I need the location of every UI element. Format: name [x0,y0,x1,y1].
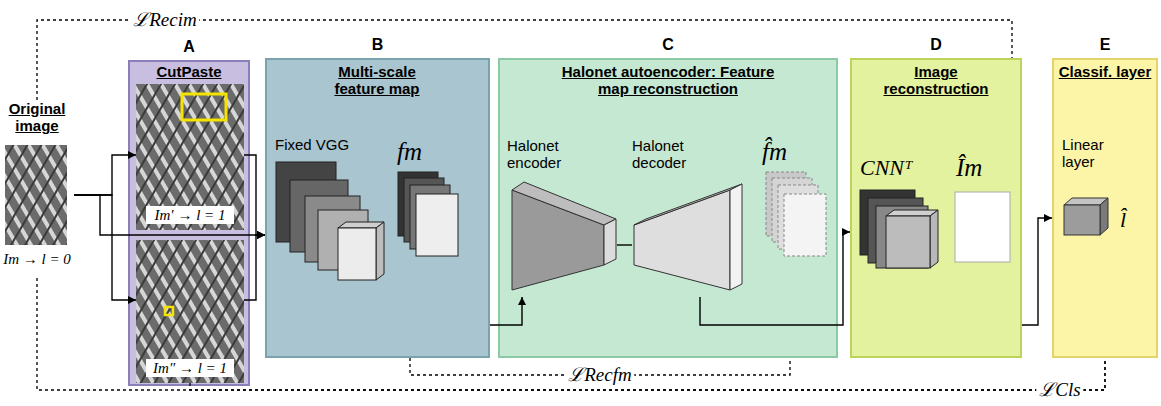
panel-letter: E [1054,36,1156,54]
flow-connector [74,195,265,235]
linear-face [1100,198,1108,235]
text-slot: f̂m [762,138,822,166]
component-label: Halonet encoder [507,137,607,172]
flow-connector [1022,218,1052,325]
text-slot: Halonet autoencoder: Feature map reconst… [552,63,784,98]
encoder-face [604,219,616,265]
encoder-shape [512,182,616,290]
cnn-layer [930,210,938,268]
symbol-label: CNNᵀ [860,156,940,180]
flow-connector [490,297,522,325]
edge-label-slot: ℒRecim [130,10,199,31]
vgg-stack [276,162,384,280]
panel-title: Image reconstruction [866,63,1006,98]
text-slot: fm [397,138,457,166]
flow-connector [617,244,632,245]
cutpaste-patch [165,307,173,315]
text-slot: Linear layer [1062,136,1132,171]
label-formula: Im″ → l = 1 [146,359,234,377]
panel-title: Multi-scale feature map [317,63,437,98]
text-slot: Im″ → l = 1 [146,359,234,377]
flow-connector [244,155,265,235]
feature-layer [784,194,826,256]
texture-image [136,240,244,383]
flow-connector [244,235,265,300]
edge-label-slot: ℒRecfm [565,365,634,386]
flow-connector [700,232,850,325]
flow-connector [74,195,136,300]
symbol-label: fm [397,138,457,166]
panel-title: CutPaste [130,63,248,80]
cutpaste-patch [182,94,226,120]
component-label: Fixed VGG [275,136,385,153]
loss-connector [37,278,1105,390]
symbol-label: l̂ [1120,208,1150,232]
feature-layer [416,194,458,256]
text-slot: Image reconstruction [866,63,1006,98]
text-slot: E [1054,36,1156,54]
label-formula: Im → l = 0 [0,250,77,268]
panel-letter: B [267,36,488,54]
symbol-label: f̂m [762,138,822,166]
texture-image [136,84,244,230]
text-slot: Classif. layer [1058,63,1152,80]
edge-label-slot: ℒCls [1036,380,1083,401]
decoder-face [634,190,730,290]
text-slot: Halonet decoder [632,137,732,172]
loss-connector [190,358,1105,390]
decoder-face [634,184,742,225]
decoder-face [730,184,742,290]
text-slot: Multi-scale feature map [317,63,437,98]
panel-title: Classif. layer [1058,63,1152,80]
text-slot: Halonet encoder [507,137,607,172]
text-slot: B [267,36,488,54]
component-label: Linear layer [1062,136,1132,171]
linear-layer-shape [1064,198,1108,235]
texture-image [5,145,67,245]
text-slot: CNNᵀ [860,156,940,180]
label-formula: Im′ → l = 1 [146,206,234,224]
text-slot: Original image [0,100,74,135]
text-slot: Im → l = 0 [0,250,77,268]
vgg-layer [376,222,384,280]
cnn-stack [860,190,938,268]
text-slot: D [852,36,1020,54]
linear-face [1064,205,1100,235]
component-label: Halonet decoder [632,137,732,172]
feature-map-stack [398,172,458,256]
symbol-label: Îm [956,154,1012,182]
decoder-shape [634,184,742,290]
text-slot: Fixed VGG [275,136,385,153]
flow-connector [74,155,136,195]
encoder-face [512,182,616,225]
text-slot: Îm [956,154,1012,182]
vgg-layer [338,228,376,280]
loss-label: ℒCls [1036,380,1083,401]
loss-label: ℒRecfm [565,365,634,386]
panel-letter: C [500,36,836,54]
panel-letter: D [852,36,1020,54]
cnn-layer [886,210,938,216]
text-slot: l̂ [1120,208,1150,232]
text-slot: A [130,38,248,56]
loss-label: ℒRecim [130,10,199,31]
reconstructed-image [955,192,1010,262]
image-title: Original image [0,100,74,135]
loss-connector [37,20,1012,100]
text-slot: Im′ → l = 1 [146,206,234,224]
text-slot: C [500,36,836,54]
panel-letter: A [130,38,248,56]
panel-title: Halonet autoencoder: Feature map reconst… [552,63,784,98]
reconstructed-feature-stack [766,172,826,256]
cnn-layer [886,216,930,268]
text-slot: CutPaste [130,63,248,80]
